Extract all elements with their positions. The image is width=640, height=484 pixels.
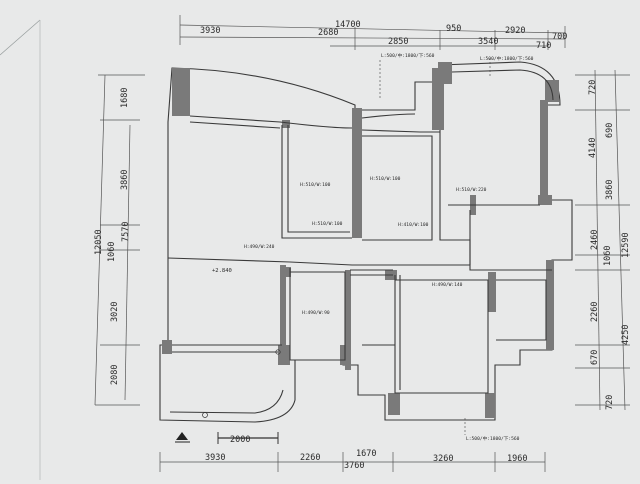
- window-size-1: H:510/W:100: [300, 182, 331, 188]
- right-dim-3: 3860: [605, 180, 615, 200]
- window-size-4: H:510/W:100: [312, 221, 343, 227]
- right-dim-5: 1060: [603, 246, 613, 266]
- right-dim-6: 2260: [590, 302, 600, 322]
- bottom-dim-2: 2260: [300, 453, 320, 463]
- window-leader-lines: [379, 58, 491, 435]
- window-note-top-right: L:500/中:1800/下:560: [480, 55, 534, 62]
- right-dim-10: 12590: [621, 232, 631, 258]
- left-dim-4: 1060: [107, 242, 117, 262]
- right-dim-1: 720: [588, 80, 598, 95]
- plan-walls: [159, 61, 573, 423]
- right-dim-2: 4140: [588, 138, 598, 158]
- paper-fold-line: [0, 19, 41, 56]
- top-dim-5: 2680: [318, 28, 338, 38]
- bottom-dim-1: 3930: [205, 453, 225, 463]
- window-size-2: H:510/W:100: [370, 176, 401, 182]
- scale-bar: 2000: [217, 432, 279, 445]
- window-note-bottom: L:500/中:1800/下:560: [466, 435, 520, 442]
- left-dim-2: 3860: [120, 170, 130, 190]
- left-dimensions: [94, 74, 145, 406]
- top-dim-7: 3540: [478, 37, 498, 47]
- window-size-5: H:410/W:100: [398, 222, 429, 228]
- bottom-dim-5: 1960: [507, 454, 527, 464]
- scale-bar-label: 2000: [230, 435, 250, 445]
- right-dim-8: 720: [605, 395, 615, 410]
- bottom-dimensions: [159, 452, 546, 472]
- bottom-dim-4: 3260: [433, 454, 453, 464]
- right-dimensions: [575, 69, 630, 411]
- left-dim-6: 2080: [110, 365, 120, 385]
- top-dimensions: [179, 15, 566, 50]
- left-dim-7: 7570: [121, 222, 131, 242]
- column-marker: [275, 349, 281, 355]
- top-dim-8: 700: [552, 32, 567, 42]
- right-dim-4: 2460: [590, 230, 600, 250]
- top-dim-9: 710: [536, 41, 551, 51]
- entrance-marker-icon: [176, 432, 188, 440]
- window-size-3: H:510/W:220: [456, 187, 487, 193]
- right-dim-7: 670: [590, 350, 600, 365]
- window-size-6: H:490/W:240: [244, 244, 275, 250]
- right-dim-9: 690: [605, 123, 615, 138]
- left-dim-5: 3020: [110, 302, 120, 322]
- window-size-8: H:490/W:140: [432, 282, 463, 288]
- left-dim-1: 1680: [120, 88, 130, 108]
- left-dim-3: 12050: [94, 229, 104, 255]
- top-dim-4: 2920: [505, 26, 525, 36]
- level-mark: +2.840: [212, 268, 232, 274]
- right-dim-11: 4250: [621, 325, 631, 345]
- bottom-dim-6: 3760: [344, 461, 364, 471]
- drain-marker: [202, 412, 208, 418]
- top-dim-1: 3930: [200, 26, 220, 36]
- top-dim-3: 950: [446, 24, 461, 34]
- bottom-dim-3: 1670: [356, 449, 376, 459]
- top-dim-6: 2850: [388, 37, 408, 47]
- top-dim-2: 14700: [335, 20, 361, 30]
- window-size-7: H:490/W:90: [302, 310, 330, 316]
- window-note-top-left: L:500/中:1800/下:560: [381, 52, 435, 59]
